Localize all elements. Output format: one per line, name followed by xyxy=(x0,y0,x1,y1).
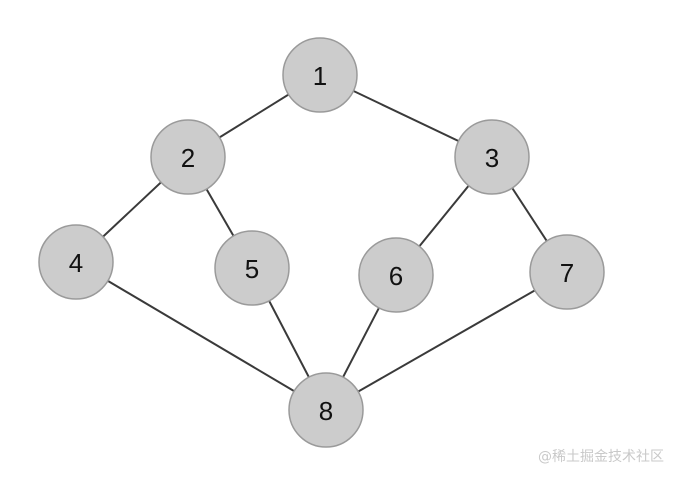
node-1: 1 xyxy=(282,37,358,113)
node-circle-8 xyxy=(288,372,364,448)
node-circle-2 xyxy=(150,119,226,195)
node-8: 8 xyxy=(288,372,364,448)
node-label-3: 3 xyxy=(485,143,499,173)
node-6: 6 xyxy=(358,237,434,313)
node-label-1: 1 xyxy=(313,61,327,91)
node-circle-1 xyxy=(282,37,358,113)
nodes-layer: 1 2 3 4 5 6 7 8 xyxy=(38,37,605,448)
node-label-2: 2 xyxy=(181,143,195,173)
node-label-8: 8 xyxy=(319,396,333,426)
node-circle-4 xyxy=(38,224,114,300)
node-circle-3 xyxy=(454,119,530,195)
node-circle-6 xyxy=(358,237,434,313)
node-3: 3 xyxy=(454,119,530,195)
node-circle-7 xyxy=(529,234,605,310)
edge-7-8 xyxy=(325,271,568,411)
node-5: 5 xyxy=(214,230,290,306)
edge-4-8 xyxy=(75,261,327,411)
node-4: 4 xyxy=(38,224,114,300)
node-label-5: 5 xyxy=(245,254,259,284)
node-2: 2 xyxy=(150,119,226,195)
node-label-7: 7 xyxy=(560,258,574,288)
node-label-4: 4 xyxy=(69,248,83,278)
node-7: 7 xyxy=(529,234,605,310)
node-label-6: 6 xyxy=(389,261,403,291)
watermark: @稀土掘金技术社区 xyxy=(538,449,664,465)
node-circle-5 xyxy=(214,230,290,306)
